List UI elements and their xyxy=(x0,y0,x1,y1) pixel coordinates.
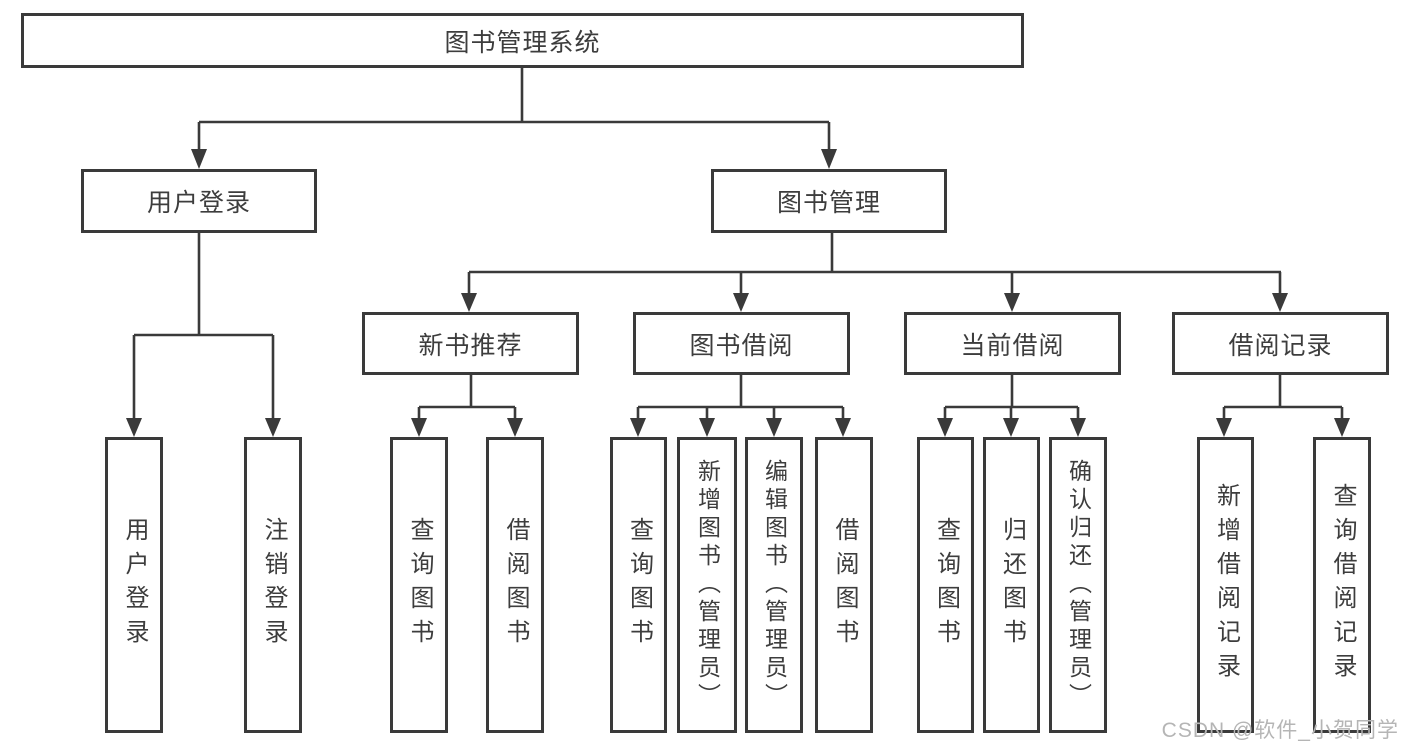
node-new-book-recommend: 新书推荐 xyxy=(362,312,579,375)
node-leaf-record-add-record: 新增借阅记录 xyxy=(1197,437,1254,733)
node-leaf-current-confirm-return: 确认归还（管理员） xyxy=(1049,437,1107,733)
connector-new-book-recommend-to-leaves xyxy=(411,375,523,437)
node-leaf-record-query-record-label: 查询借阅记录 xyxy=(1329,483,1356,687)
node-leaf-record-add-record-label: 新增借阅记录 xyxy=(1212,483,1240,687)
node-leaf-borrow-edit-book-label: 编辑图书（管理员） xyxy=(761,459,788,711)
node-leaf-current-return-book-label: 归还图书 xyxy=(998,517,1026,653)
node-leaf-recommend-borrow-book: 借阅图书 xyxy=(486,437,544,733)
csdn-watermark: CSDN @软件_小贺同学 xyxy=(1161,719,1399,742)
node-leaf-recommend-query-book: 查询图书 xyxy=(390,437,448,733)
node-user-login-branch: 用户登录 xyxy=(81,169,317,233)
node-new-book-recommend-label: 新书推荐 xyxy=(418,331,523,360)
node-leaf-current-confirm-return-label: 确认归还（管理员） xyxy=(1065,459,1092,711)
node-leaf-borrow-borrow-book: 借阅图书 xyxy=(815,437,873,733)
node-leaf-record-query-record: 查询借阅记录 xyxy=(1313,437,1371,733)
node-leaf-logout-label: 注销登录 xyxy=(260,517,287,653)
connector-user-login-to-leaves xyxy=(126,233,281,437)
node-leaf-user-login: 用户登录 xyxy=(105,437,163,733)
node-book-management-branch-label: 图书管理 xyxy=(776,189,881,217)
node-leaf-logout: 注销登录 xyxy=(244,437,302,733)
connector-current-borrow-to-leaves xyxy=(937,375,1086,437)
node-book-management-branch: 图书管理 xyxy=(711,169,947,233)
node-leaf-borrow-query-book: 查询图书 xyxy=(610,437,667,733)
node-root-system-label: 图书管理系统 xyxy=(444,28,601,57)
node-leaf-recommend-borrow-book-label: 借阅图书 xyxy=(502,517,529,653)
node-leaf-user-login-label: 用户登录 xyxy=(121,517,148,653)
connector-borrow-record-to-leaves xyxy=(1216,375,1350,437)
connector-root-to-branches xyxy=(191,68,837,169)
node-current-borrow-label: 当前借阅 xyxy=(960,331,1065,360)
node-leaf-borrow-add-book-label: 新增图书（管理员） xyxy=(694,459,721,711)
node-book-borrow-label: 图书借阅 xyxy=(689,331,794,360)
node-leaf-current-return-book: 归还图书 xyxy=(983,437,1040,733)
node-leaf-current-query-book-label: 查询图书 xyxy=(932,517,960,653)
node-leaf-current-query-book: 查询图书 xyxy=(917,437,974,733)
node-leaf-borrow-borrow-book-label: 借阅图书 xyxy=(831,517,858,653)
node-root-system: 图书管理系统 xyxy=(21,13,1024,68)
node-user-login-branch-label: 用户登录 xyxy=(146,189,251,217)
node-leaf-borrow-query-book-label: 查询图书 xyxy=(625,517,653,653)
node-borrow-record: 借阅记录 xyxy=(1172,312,1389,375)
node-leaf-recommend-query-book-label: 查询图书 xyxy=(406,517,433,653)
connector-book-management-to-modules xyxy=(461,233,1288,312)
connector-book-borrow-to-leaves xyxy=(630,375,851,437)
node-leaf-borrow-add-book: 新增图书（管理员） xyxy=(677,437,737,733)
node-leaf-borrow-edit-book: 编辑图书（管理员） xyxy=(745,437,803,733)
node-borrow-record-label: 借阅记录 xyxy=(1228,331,1333,360)
node-book-borrow: 图书借阅 xyxy=(633,312,850,375)
node-current-borrow: 当前借阅 xyxy=(904,312,1121,375)
